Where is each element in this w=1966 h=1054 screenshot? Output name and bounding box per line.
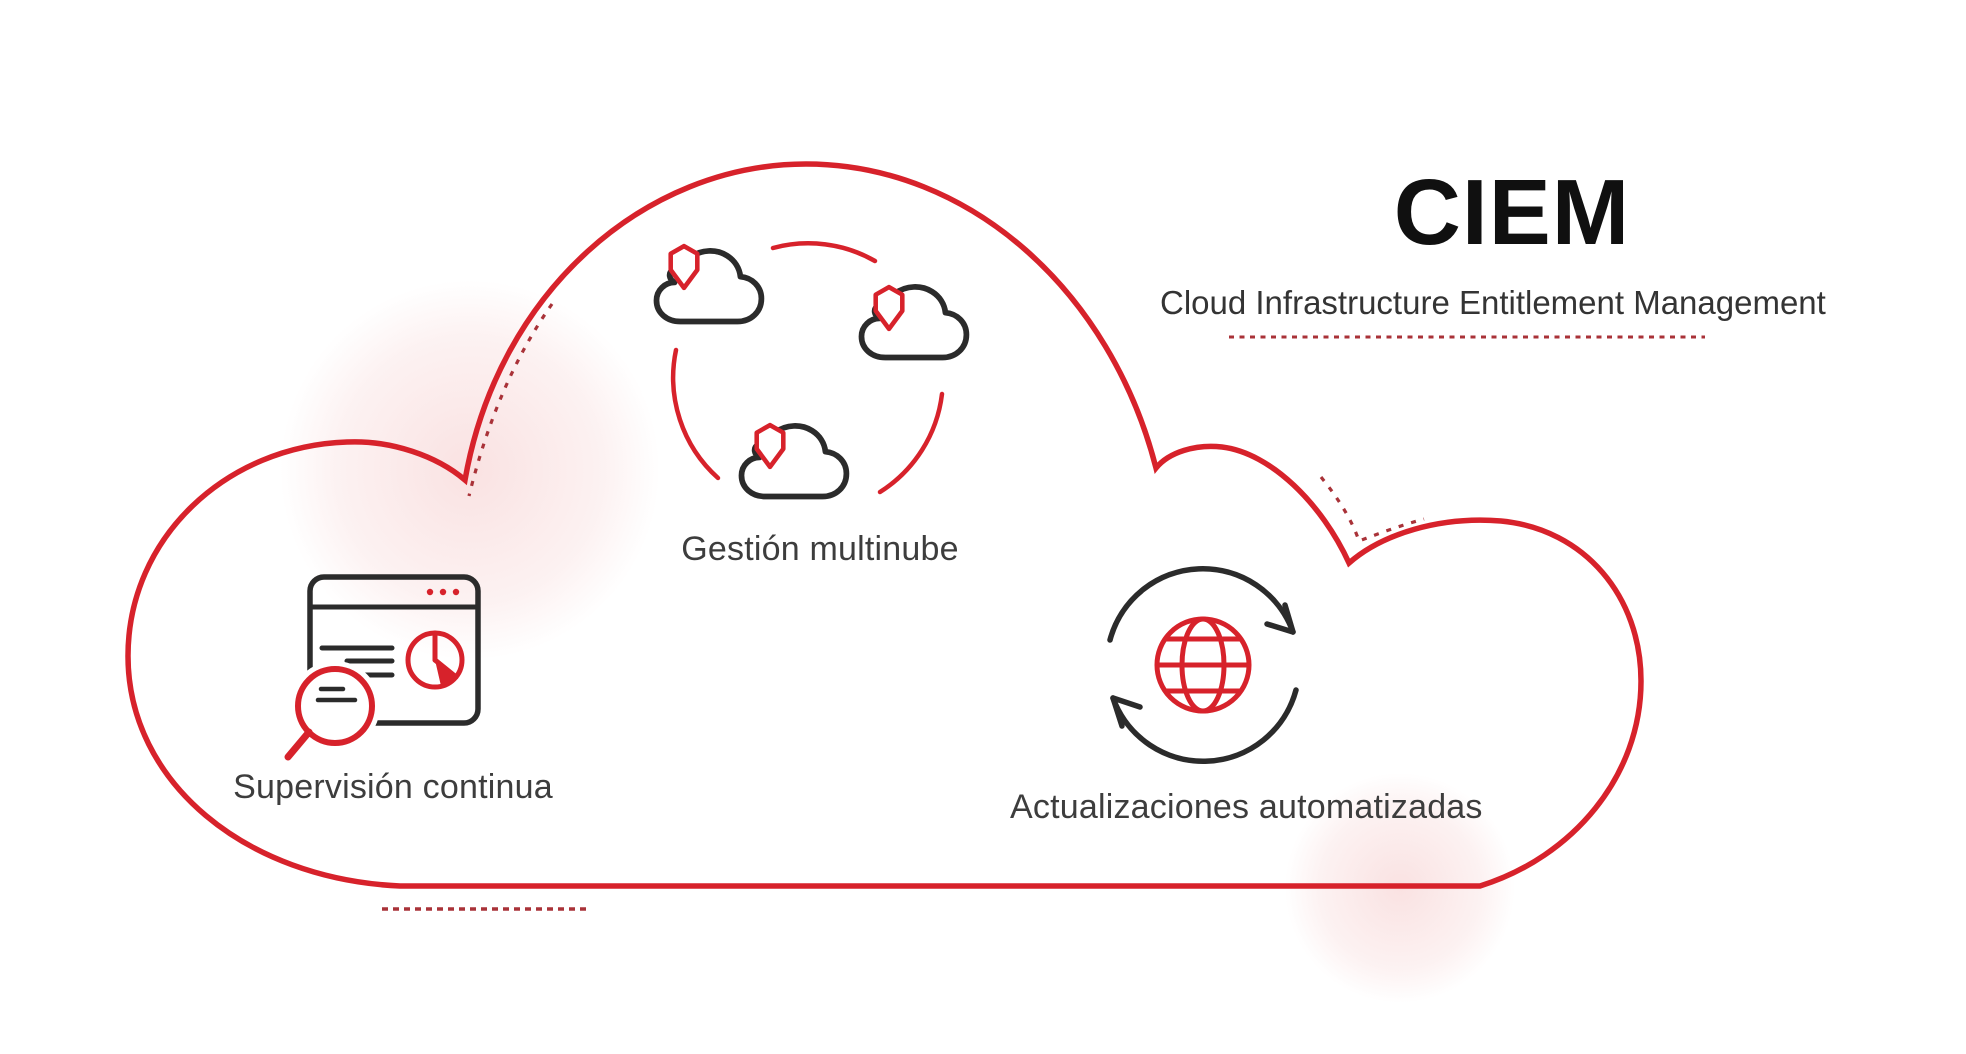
caption-updates: Actualizaciones automatizadas: [1010, 788, 1483, 826]
caption-multicloud: Gestión multinube: [681, 530, 959, 568]
sync-arrows-icon: [1107, 566, 1299, 764]
globe-icon: [1154, 616, 1252, 714]
monitoring-window-icon: [280, 574, 481, 765]
pie-chart-icon: [405, 630, 465, 690]
cycle-arcs-icon: [670, 241, 945, 495]
multicloud-icon: [656, 241, 966, 496]
page-subtitle: Cloud Infrastructure Entitlement Managem…: [1160, 284, 1826, 321]
dotted-accent-left: [467, 303, 554, 497]
cloud-outline-shape: [125, 161, 1644, 889]
window-dots-icon: [426, 588, 460, 596]
background-blush: [280, 280, 1515, 1003]
dotted-accents: [382, 303, 1705, 911]
caption-monitoring: Supervisión continua: [233, 768, 553, 806]
browser-window-icon: [307, 574, 481, 726]
magnifier-icon: [280, 661, 380, 765]
globe-sync-icon: [1107, 566, 1299, 764]
page-title: CIEM: [1393, 160, 1631, 264]
text-lines-icon: [319, 645, 395, 678]
